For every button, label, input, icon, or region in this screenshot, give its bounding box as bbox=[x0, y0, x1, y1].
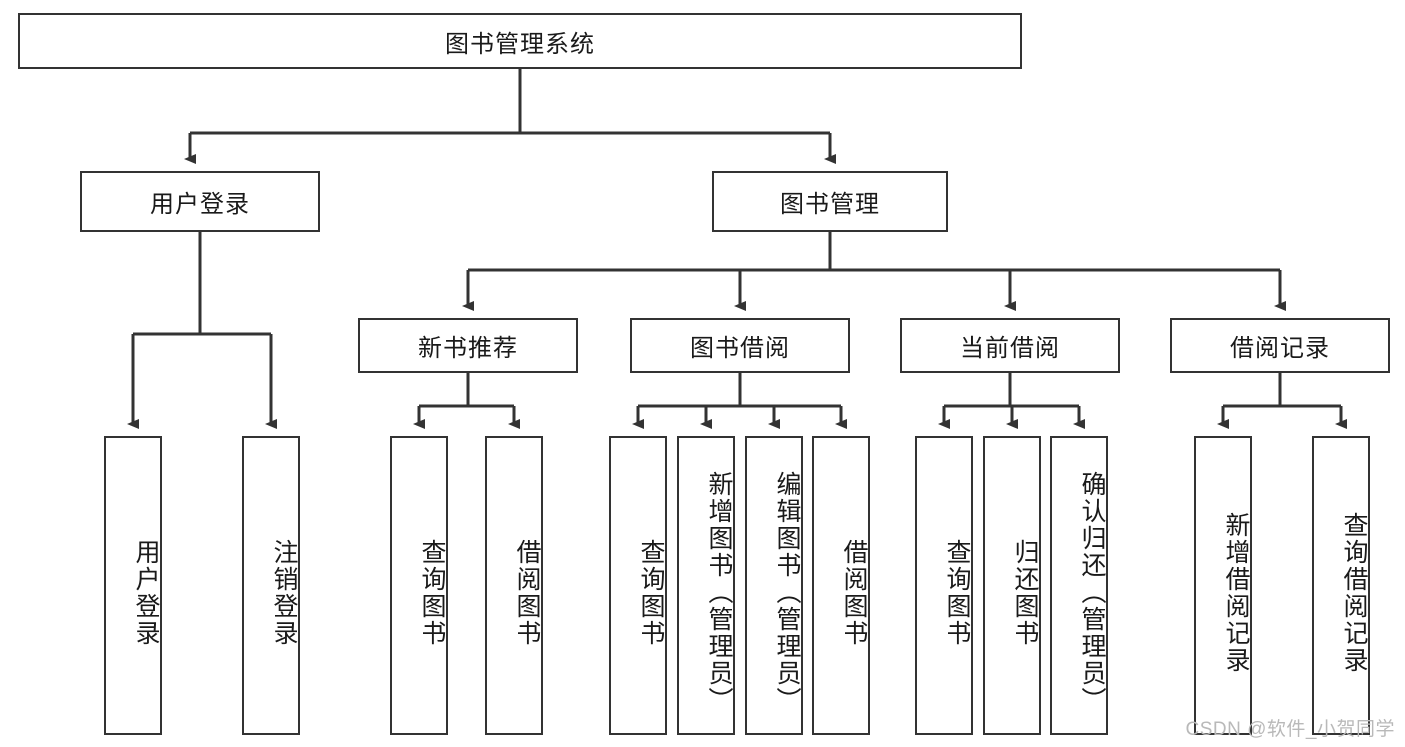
node-book-management-label: 图书管理 bbox=[780, 191, 880, 218]
node-new-book-recommend[interactable]: 新书推荐 bbox=[358, 318, 578, 373]
node-borrow-records[interactable]: 借阅记录 bbox=[1170, 318, 1390, 373]
leaf-node-label: 查询图书 bbox=[943, 538, 971, 647]
node-book-borrow-label: 图书借阅 bbox=[690, 335, 790, 362]
node-book-borrow[interactable]: 图书借阅 bbox=[630, 318, 850, 373]
leaf-node-label: 用户登录 bbox=[132, 538, 160, 647]
node-root[interactable]: 图书管理系统 bbox=[18, 13, 1022, 69]
leaf-node[interactable]: 借阅图书 bbox=[485, 436, 543, 735]
leaf-node[interactable]: 新增图书（管理员） bbox=[677, 436, 735, 735]
node-user-login[interactable]: 用户登录 bbox=[80, 171, 320, 232]
node-borrow-records-label: 借阅记录 bbox=[1230, 335, 1330, 362]
leaf-node[interactable]: 新增借阅记录 bbox=[1194, 436, 1252, 735]
leaf-node-label: 新增借阅记录 bbox=[1222, 511, 1250, 674]
leaf-node[interactable]: 查询图书 bbox=[390, 436, 448, 735]
leaf-node[interactable]: 注销登录 bbox=[242, 436, 300, 735]
leaf-node[interactable]: 归还图书 bbox=[983, 436, 1041, 735]
leaf-node-label: 确认归还（管理员） bbox=[1078, 471, 1106, 714]
node-user-login-label: 用户登录 bbox=[150, 191, 250, 218]
leaf-node-label: 编辑图书（管理员） bbox=[773, 471, 801, 714]
node-book-management[interactable]: 图书管理 bbox=[712, 171, 948, 232]
leaf-node[interactable]: 查询图书 bbox=[609, 436, 667, 735]
leaf-node[interactable]: 查询图书 bbox=[915, 436, 973, 735]
node-root-label: 图书管理系统 bbox=[445, 30, 595, 58]
leaf-node[interactable]: 用户登录 bbox=[104, 436, 162, 735]
leaf-node-label: 借阅图书 bbox=[840, 538, 868, 647]
leaf-node[interactable]: 查询借阅记录 bbox=[1312, 436, 1370, 735]
leaf-node-label: 查询借阅记录 bbox=[1340, 511, 1368, 674]
leaf-node-label: 注销登录 bbox=[270, 538, 298, 647]
leaf-node-label: 查询图书 bbox=[418, 538, 446, 647]
node-new-book-recommend-label: 新书推荐 bbox=[418, 335, 518, 362]
leaf-node[interactable]: 借阅图书 bbox=[812, 436, 870, 735]
leaf-node-label: 查询图书 bbox=[637, 538, 665, 647]
leaf-node[interactable]: 确认归还（管理员） bbox=[1050, 436, 1108, 735]
leaf-node[interactable]: 编辑图书（管理员） bbox=[745, 436, 803, 735]
leaf-node-label: 归还图书 bbox=[1011, 538, 1039, 647]
leaf-node-label: 新增图书（管理员） bbox=[705, 471, 733, 714]
leaf-node-label: 借阅图书 bbox=[513, 538, 541, 647]
node-current-borrow[interactable]: 当前借阅 bbox=[900, 318, 1120, 373]
node-current-borrow-label: 当前借阅 bbox=[960, 335, 1060, 362]
csdn-watermark: CSDN @软件_小贺同学 bbox=[1185, 719, 1395, 740]
